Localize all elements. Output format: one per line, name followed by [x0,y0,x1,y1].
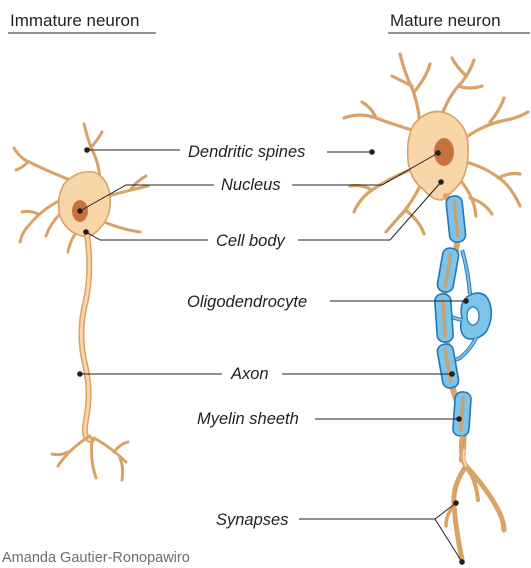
mature-neuron-heading: Mature neuron [390,11,501,30]
label-myelin-sheath: Myelin sheeth [197,410,462,428]
myelin-sheath-label: Myelin sheeth [197,410,299,428]
author-credit: Amanda Gautier-Ronopawiro [2,550,190,566]
dendritic-spines-label: Dendritic spines [188,143,305,161]
label-oligodendrocyte: Oligodendrocyte [187,293,469,311]
myelin-segment [436,247,459,293]
axon-label: Axon [230,365,269,383]
immature-neuron [14,124,148,480]
oligodendrocyte-label: Oligodendrocyte [187,293,307,311]
myelin-segment [436,343,459,389]
synapses-label: Synapses [216,511,288,529]
immature-neuron-heading: Immature neuron [10,11,139,30]
label-synapses: Synapses [216,500,465,565]
mature-neuron [344,54,528,560]
nucleus-label: Nucleus [221,176,281,194]
myelin-segment [446,195,467,242]
cell-body-label: Cell body [216,232,287,250]
label-dendritic-spines: Dendritic spines [84,143,375,161]
myelin-segment [452,391,471,436]
label-axon: Axon [77,365,455,383]
mature-axon-terminals [446,438,504,560]
